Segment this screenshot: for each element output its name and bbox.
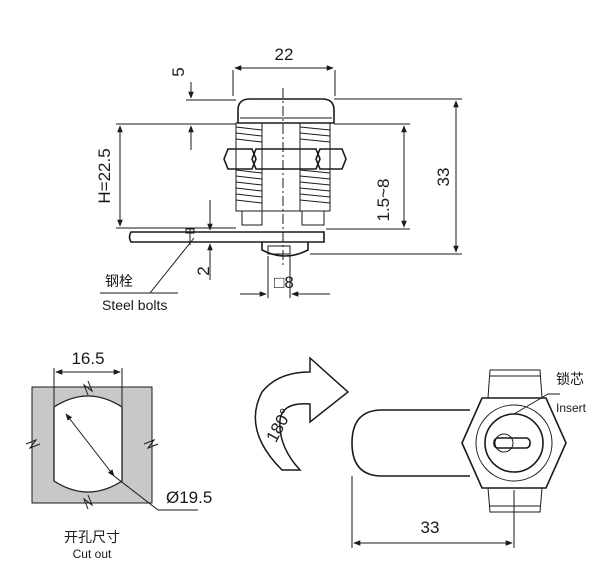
thread-left: [235, 122, 263, 212]
insert-label-cn: 锁芯: [556, 371, 584, 387]
dim-head-5: 5: [169, 67, 188, 76]
hex-nut: [223, 148, 347, 170]
dim-cutout-width: 16.5: [71, 349, 104, 368]
front-view: 锁芯 Insert 33: [351, 369, 587, 548]
steel-bolts-label-cn: 钢栓: [105, 273, 133, 289]
dim-range: 1.5~8: [374, 178, 393, 221]
insert-label-en: Insert: [556, 401, 587, 415]
cutout-label-cn: 开孔尺寸: [64, 529, 120, 545]
steel-bolts-label-en: Steel bolts: [102, 297, 167, 313]
lock-head: [237, 98, 335, 124]
dim-plate-2: 2: [194, 266, 213, 275]
dim-total-33: 33: [434, 168, 453, 187]
cutout-view: Ø19.5 16.5 开孔尺寸 Cut out: [25, 349, 212, 561]
dim-width-22: 22: [275, 45, 294, 64]
dim-square-8: □8: [274, 273, 294, 292]
rotation-arrow: 180°: [254, 356, 350, 471]
rotation-arrow-icon: [254, 356, 350, 471]
hex-body: [461, 397, 567, 489]
dim-length-33: 33: [421, 518, 440, 537]
cutout-label-en: Cut out: [73, 547, 112, 561]
dim-height-H: H=22.5: [95, 148, 114, 203]
cam-plate: [128, 228, 325, 245]
cutout-hole: [53, 395, 123, 493]
side-elevation-view: 22 5 H=22.5 2 1.5~8 33 □8: [95, 45, 462, 313]
dim-diameter: Ø19.5: [166, 488, 212, 507]
thread-right: [299, 122, 331, 212]
cam-arm: [351, 409, 470, 477]
